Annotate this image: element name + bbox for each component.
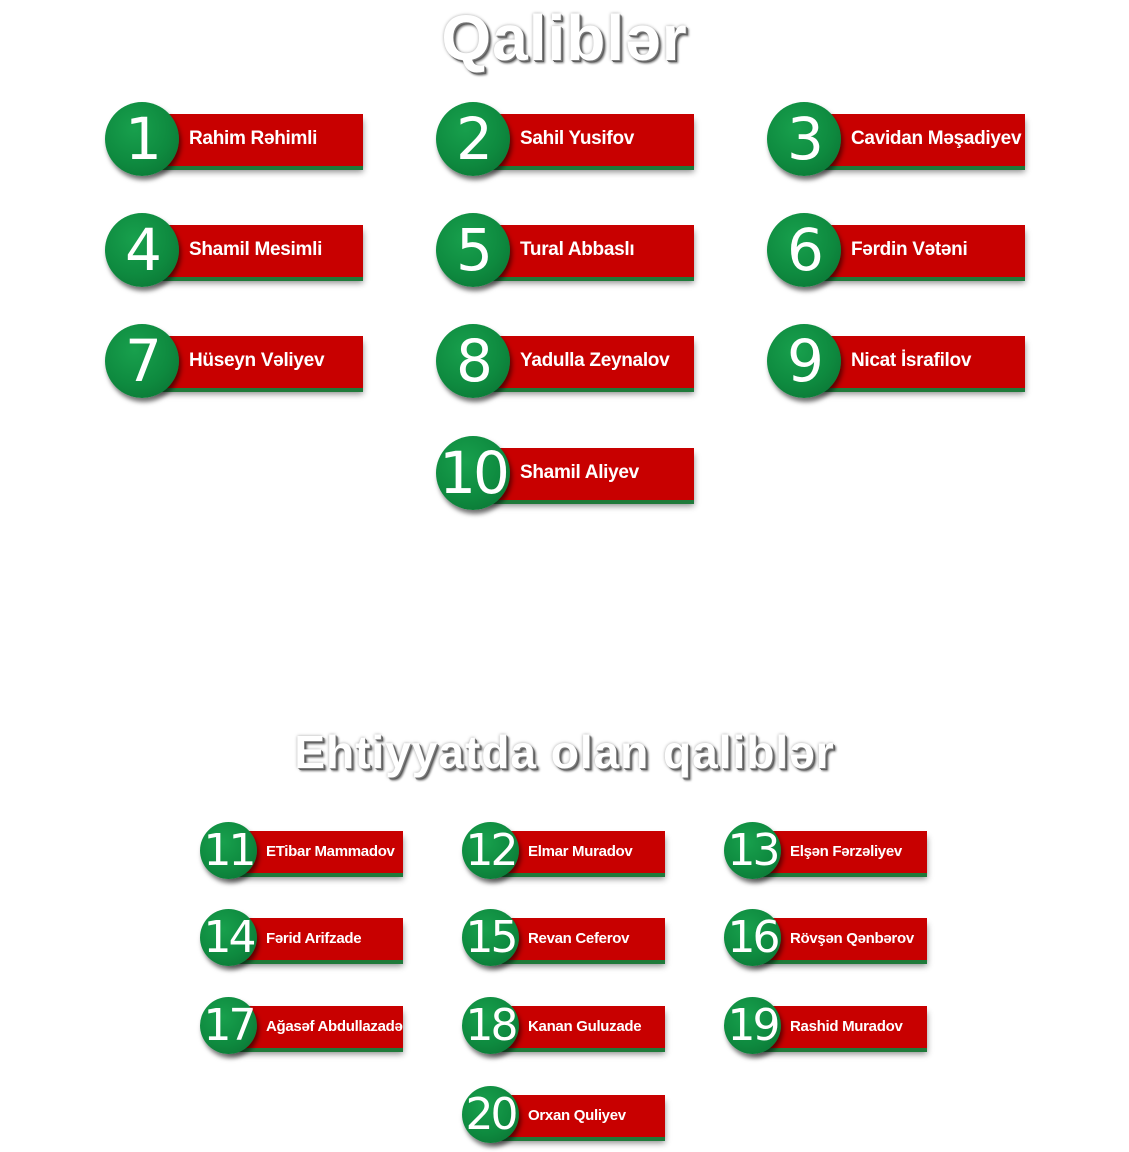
reserve-winner-name-bar (228, 1006, 403, 1048)
reserve-winner-item: Kanan Guluzade 18 (462, 997, 667, 1059)
reserve-winner-item: Revan Ceferov 15 (462, 909, 667, 971)
winner-number-badge: 10 (436, 436, 510, 510)
reserve-winner-item: Elmar Muradov 12 (462, 822, 667, 884)
reserve-winner-item: ETibar Mammadov 11 (200, 822, 405, 884)
winner-item: Tural Abbaslı 5 (436, 213, 696, 293)
reserve-winner-item: Rashid Muradov 19 (724, 997, 929, 1059)
reserve-winner-number-badge: 15 (462, 909, 519, 966)
winner-item: Shamil Aliyev 10 (436, 436, 696, 516)
reserve-winner-item: Ağasəf Abdullazadə 17 (200, 997, 405, 1059)
reserve-winner-name: Rashid Muradov (790, 1018, 903, 1035)
winner-number-badge: 2 (436, 102, 510, 176)
reserve-winner-number-badge: 17 (200, 997, 257, 1054)
reserve-winner-number-badge: 20 (462, 1086, 519, 1143)
reserve-winner-name: Elmar Muradov (528, 843, 633, 860)
reserve-winner-number-badge: 14 (200, 909, 257, 966)
winner-name: Nicat İsrafilov (851, 350, 972, 371)
winner-number-badge: 5 (436, 213, 510, 287)
winner-name-bar (143, 336, 363, 388)
winner-item: Yadulla Zeynalov 8 (436, 324, 696, 404)
winner-item: Nicat İsrafilov 9 (767, 324, 1027, 404)
winner-name-bar (474, 336, 694, 388)
winner-name: Hüseyn Vəliyev (189, 350, 325, 371)
reserve-winners-title: Ehtiyyatda olan qaliblər (294, 726, 835, 778)
reserve-winner-number-badge: 13 (724, 822, 781, 879)
winner-name: Cavidan Məşadiyev (851, 128, 1022, 149)
winner-item: Rahim Rəhimli 1 (105, 102, 365, 182)
winner-name: Fərdin Vətəni (851, 239, 968, 260)
reserve-winner-name-bar (228, 918, 403, 960)
reserve-winner-name-bar (490, 831, 665, 873)
reserve-winner-name-bar (490, 918, 665, 960)
winner-item: Hüseyn Vəliyev 7 (105, 324, 365, 404)
winner-name-bar (143, 114, 363, 166)
winner-name-bar (474, 448, 694, 500)
winner-name-bar (805, 114, 1025, 166)
winner-name: Rahim Rəhimli (189, 128, 318, 149)
reserve-winner-name-bar (490, 1095, 665, 1137)
reserve-winner-number-badge: 19 (724, 997, 781, 1054)
reserve-winner-number-badge: 12 (462, 822, 519, 879)
reserve-winner-number-badge: 16 (724, 909, 781, 966)
reserve-winner-item: Fərid Arifzade 14 (200, 909, 405, 971)
winner-number-badge: 8 (436, 324, 510, 398)
reserve-winner-name-bar (752, 831, 927, 873)
winner-number-badge: 1 (105, 102, 179, 176)
winner-item: Fərdin Vətəni 6 (767, 213, 1027, 293)
winner-number-badge: 6 (767, 213, 841, 287)
winner-name-bar (143, 225, 363, 277)
reserve-winner-name: Rövşən Qənbərov (790, 930, 914, 947)
winner-name-bar (474, 114, 694, 166)
reserve-winner-name-bar (752, 1006, 927, 1048)
winner-number-badge: 3 (767, 102, 841, 176)
winner-number-badge: 9 (767, 324, 841, 398)
winner-number-badge: 4 (105, 213, 179, 287)
winner-item: Sahil Yusifov 2 (436, 102, 696, 182)
winners-title: Qaliblər (441, 2, 688, 74)
winner-name: Shamil Mesimli (189, 239, 323, 260)
winner-name: Sahil Yusifov (520, 128, 635, 149)
winner-name: Yadulla Zeynalov (520, 350, 670, 371)
winner-name-bar (805, 336, 1025, 388)
reserve-winner-name: Ağasəf Abdullazadə (266, 1018, 403, 1035)
reserve-winner-item: Rövşən Qənbərov 16 (724, 909, 929, 971)
reserve-winner-name-bar (752, 918, 927, 960)
winner-number-badge: 7 (105, 324, 179, 398)
reserve-winner-name: Fərid Arifzade (266, 930, 362, 947)
reserve-winner-name-bar (490, 1006, 665, 1048)
reserve-winner-name-bar (228, 831, 403, 873)
reserve-winner-number-badge: 11 (200, 822, 257, 879)
reserve-winner-number-badge: 18 (462, 997, 519, 1054)
winner-item: Shamil Mesimli 4 (105, 213, 365, 293)
reserve-winner-name: Orxan Quliyev (528, 1107, 626, 1124)
reserve-winner-name: Elşən Fərzəliyev (790, 843, 902, 860)
reserve-winner-name: Kanan Guluzade (528, 1018, 642, 1035)
winner-name-bar (805, 225, 1025, 277)
reserve-winner-item: Elşən Fərzəliyev 13 (724, 822, 929, 884)
reserve-winner-name: ETibar Mammadov (266, 843, 395, 860)
winner-name: Tural Abbaslı (520, 239, 635, 260)
winner-name-bar (474, 225, 694, 277)
winner-name: Shamil Aliyev (520, 462, 639, 483)
reserve-winner-item: Orxan Quliyev 20 (462, 1086, 667, 1148)
winner-item: Cavidan Məşadiyev 3 (767, 102, 1027, 182)
reserve-winner-name: Revan Ceferov (528, 930, 630, 947)
